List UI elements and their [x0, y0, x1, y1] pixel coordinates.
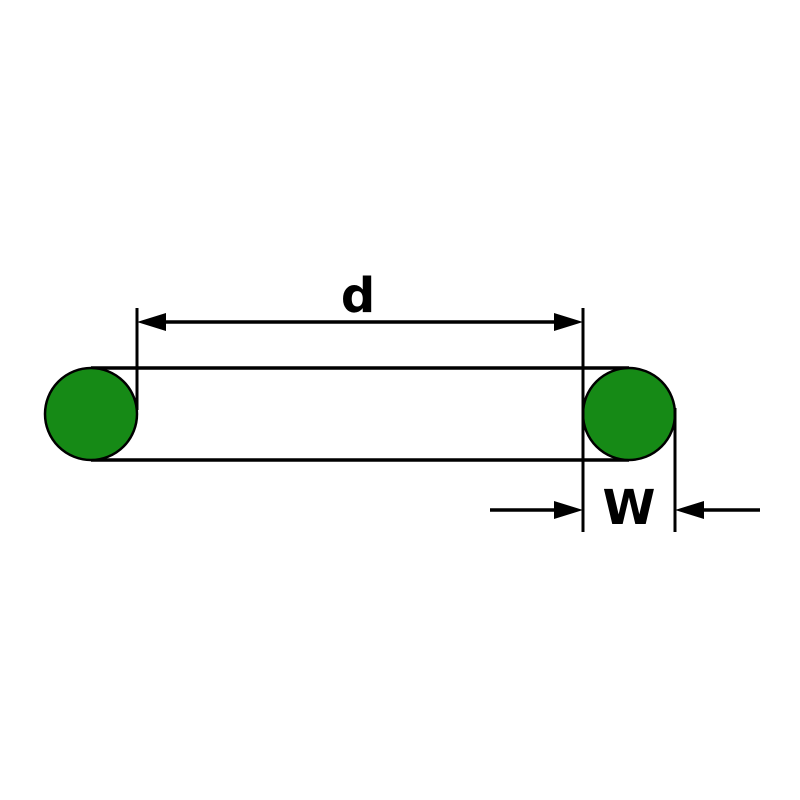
dimension-w-label: W	[603, 480, 656, 536]
dimension-d-arrowhead-right	[554, 313, 583, 331]
dimension-w-arrowhead-right	[675, 501, 704, 519]
dimension-d-arrowhead-left	[137, 313, 166, 331]
ring-cross-section-right	[581, 366, 677, 462]
dimension-w-arrowhead-left	[554, 501, 583, 519]
dimension-d-label: d	[341, 268, 375, 324]
ring-cross-section-left	[43, 366, 139, 462]
